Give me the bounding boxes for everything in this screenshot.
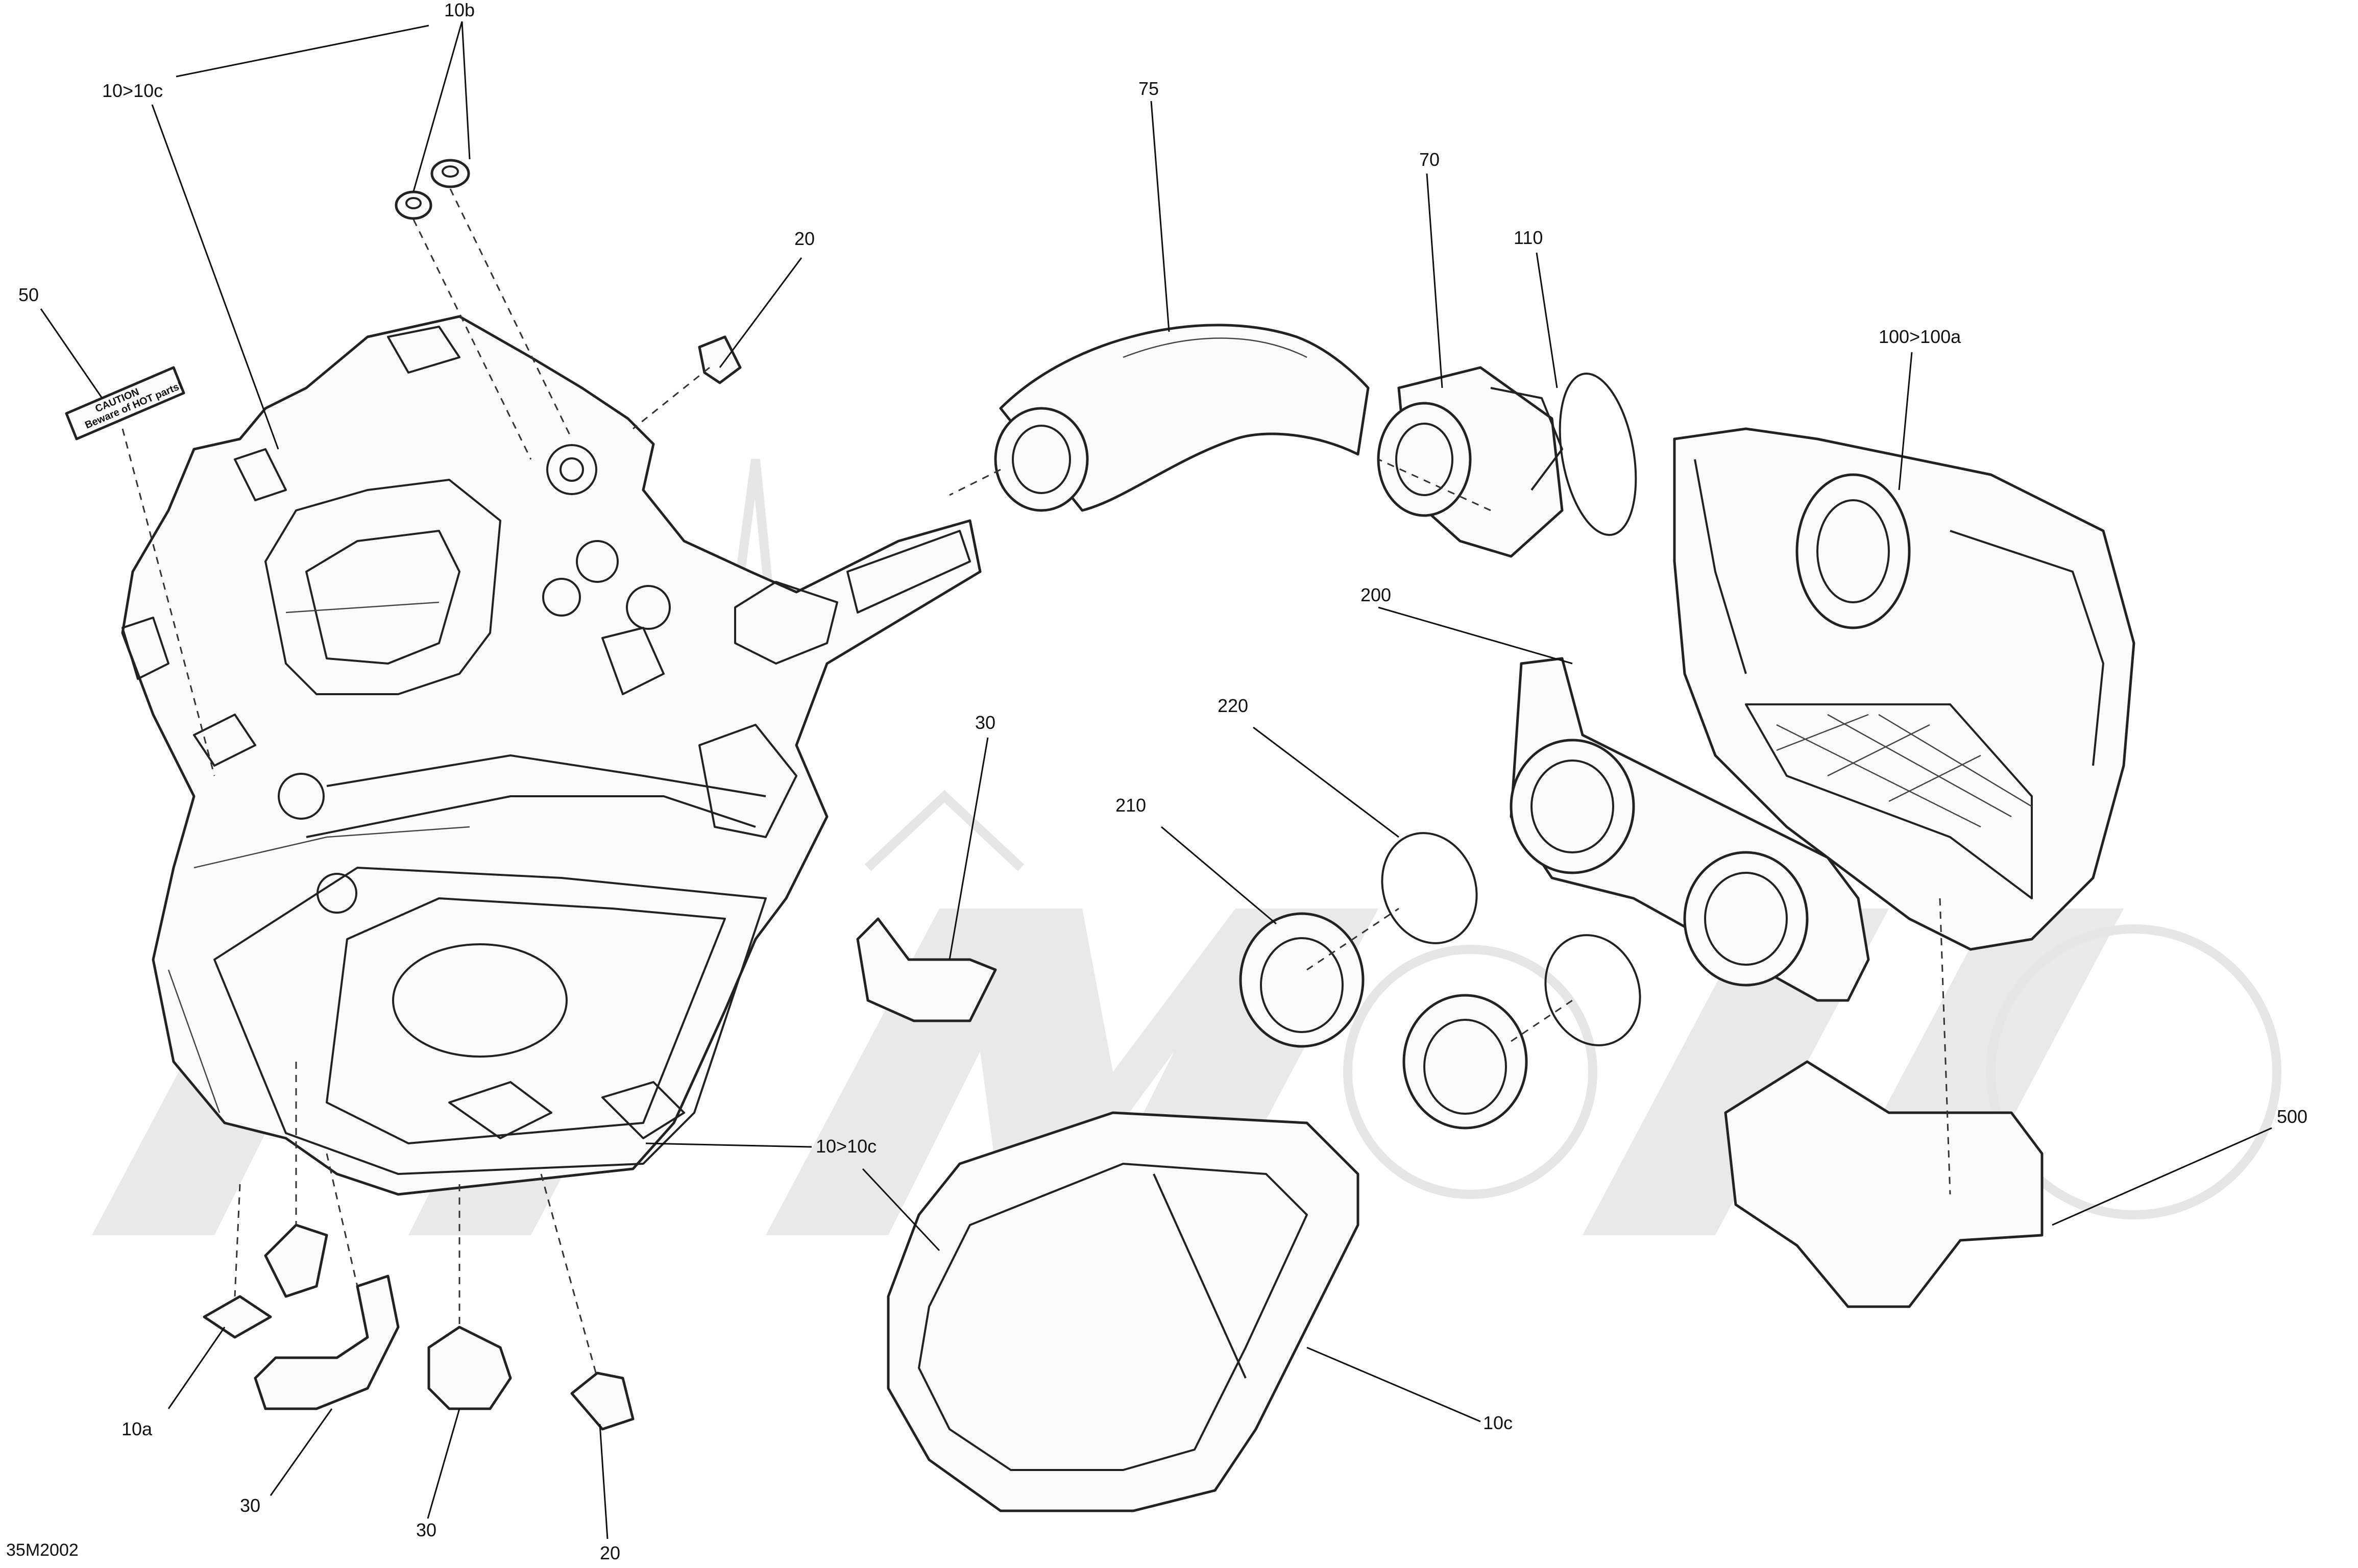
callout-100-100a: 100>100a [1879,326,1961,347]
intake-hose-75 [994,324,1370,512]
adapter-70 [1377,366,1564,558]
leader-lines [40,21,2272,1539]
callout-20-top: 20 [794,228,815,249]
callout-10-10c-top: 10>10c [102,80,163,101]
callout-110: 110 [1514,227,1543,248]
foam-pad-10a [203,1295,272,1339]
pad-bottom-left [264,1223,328,1298]
alignment-lines [121,188,1951,1379]
callout-30-mid: 30 [975,712,995,733]
callout-30-bottom: 30 [416,1520,436,1540]
bracket-30-left [254,1275,400,1410]
callouts: 10b 10>10c 50 20 75 70 110 100>100a 200 … [6,0,2307,1563]
callout-75: 75 [1138,78,1159,99]
grommets-10b [395,159,470,220]
callout-10a: 10a [121,1418,153,1439]
clamp-110 [1559,372,1637,536]
callout-200: 200 [1360,584,1391,605]
plate-500 [1724,1060,2044,1308]
cover-10c [887,1111,1359,1512]
clamp-220-lower [1544,934,1641,1046]
bracket-30-mid [856,917,997,1022]
callout-20-bottom: 20 [600,1542,620,1563]
callout-210: 210 [1115,795,1146,816]
foam-pad-20-top [698,335,742,384]
callout-50: 50 [18,284,39,305]
callout-10c: 10c [1483,1412,1513,1433]
callout-220: 220 [1218,695,1248,716]
clamp-220-upper [1381,832,1478,944]
air-filter-housing-100 [1673,427,2135,951]
callout-70: 70 [1419,149,1440,170]
callout-500: 500 [2277,1106,2307,1127]
diagram-code: 35M2002 [6,1540,79,1560]
callout-10b: 10b [444,0,475,20]
warning-label-50: CAUTION Beware of HOT parts! [65,366,185,440]
filter-plate-200 [1510,657,1870,1002]
airbox-housing [121,315,982,1196]
callout-30-left: 30 [240,1495,260,1516]
sleeve-210-upper [1239,912,1365,1048]
callout-10-10c-mid: 10>10c [816,1136,877,1157]
pad-20-bottom [570,1371,635,1431]
sleeve-210-lower [1402,994,1528,1130]
clip-30-bottom [427,1326,512,1410]
